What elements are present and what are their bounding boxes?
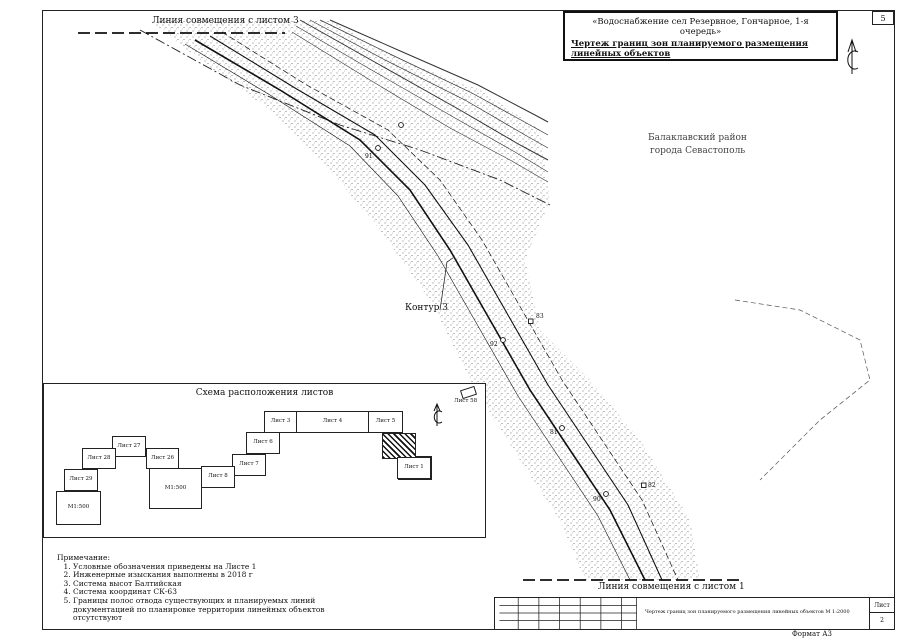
note-item: Система координат СК-63	[73, 588, 363, 597]
notes: Примечание: Условные обозначения приведе…	[57, 553, 363, 623]
drawing-frame	[42, 10, 895, 630]
notes-list: Условные обозначения приведены на Листе …	[57, 562, 363, 623]
point-label: 82	[648, 482, 656, 489]
point-label: 81	[550, 429, 558, 436]
sheet-6: Лист 6	[246, 432, 280, 454]
point-label: 90	[593, 496, 601, 503]
sheet-hatched	[382, 433, 416, 459]
note-item: Условные обозначения приведены на Листе …	[73, 562, 363, 572]
stamp-description: Чертеж границ зон планируемого размещени…	[645, 609, 850, 615]
survey-points	[375, 122, 647, 497]
sheet-7: Лист 7	[232, 454, 266, 476]
sheet-27: Лист 27	[112, 436, 146, 457]
stamp-sheet-label: Лист	[870, 602, 894, 613]
page-number: 5	[872, 11, 894, 25]
project-title: «Водоснабжение сел Резервное, Гончарное,…	[592, 17, 809, 37]
sheet-3-upper: Лист 3	[264, 411, 297, 433]
sheet-28: Лист 28	[82, 448, 116, 469]
note-item: Границы полос отвода существующих и план…	[73, 596, 363, 623]
pipeline-corridor	[184, 31, 679, 581]
stamp-sheet-value: 2	[880, 617, 884, 624]
schema-title: Схема расположения листов	[195, 388, 334, 398]
sheet-m500-center: М1:500	[149, 468, 202, 509]
stamp-block: Чертеж границ зон планируемого размещени…	[494, 597, 895, 630]
sheet-4: Лист 4	[296, 411, 369, 433]
title-block: «Водоснабжение сел Резервное, Гончарное,…	[563, 11, 838, 61]
boundary-line	[139, 29, 551, 206]
contour-label: Контур 3	[405, 303, 449, 313]
note-item: Инженерные изыскания выполнены в 2018 г	[73, 571, 363, 580]
sheet-58-label: Лист 58	[454, 398, 478, 404]
sheet-8: Лист 8	[201, 466, 235, 488]
note-item: Система высот Балтийская	[73, 579, 363, 589]
region-label-1: Балаклавский район	[648, 133, 747, 143]
sheet-1: Лист 1	[397, 457, 431, 479]
contour-leader	[439, 257, 454, 311]
stamp-grid	[499, 598, 637, 629]
point-label: 91	[365, 153, 373, 160]
sheet-29: Лист 29	[64, 469, 98, 491]
north-arrow-icon	[433, 402, 443, 426]
point-label: 83	[536, 313, 544, 320]
format-label: Формат А3	[792, 630, 832, 638]
sheet-5: Лист 5	[368, 411, 403, 433]
match-line-bottom-label: Линия совмещения с листом 1	[598, 582, 745, 592]
notes-heading: Примечание:	[57, 553, 111, 562]
drawing-title: Чертеж границ зон планируемого размещени…	[571, 39, 809, 59]
stamp-sheet-cell: Лист 2	[869, 598, 894, 629]
area-outline	[734, 299, 871, 481]
road-band	[291, 19, 549, 183]
sheet-layout-schema: Схема расположения листов Лист 3 Лист 5 …	[43, 383, 486, 538]
sheet-26: Лист 26	[146, 448, 179, 469]
point-label: 92	[490, 341, 498, 348]
region-label-2: города Севастополь	[650, 146, 746, 156]
match-line-top-label: Линия совмещения с листом 3	[152, 16, 299, 26]
sheet-m500-left: М1:500	[56, 491, 101, 525]
north-arrow-icon	[847, 38, 859, 74]
